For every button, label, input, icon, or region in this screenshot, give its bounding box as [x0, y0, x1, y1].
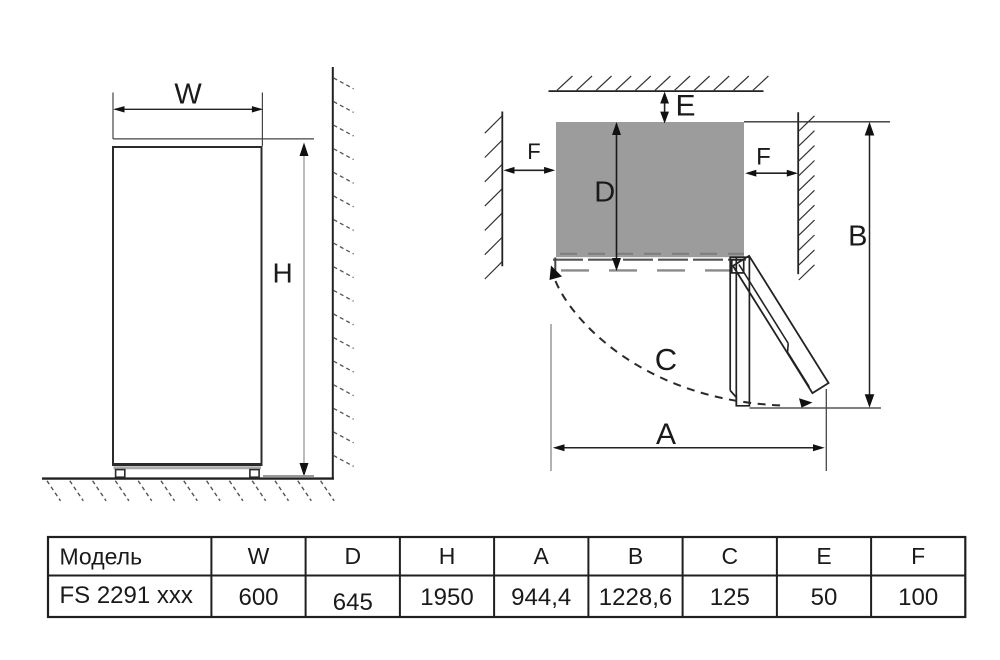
svg-text:C: C — [721, 543, 738, 569]
svg-text:125: 125 — [710, 584, 750, 611]
svg-text:D: D — [344, 543, 361, 569]
svg-text:C: C — [655, 342, 677, 377]
svg-text:FS 2291 xxx: FS 2291 xxx — [60, 582, 193, 609]
svg-text:D: D — [594, 177, 615, 209]
svg-text:F: F — [756, 143, 771, 170]
svg-text:600: 600 — [238, 584, 278, 611]
svg-text:F: F — [911, 543, 925, 569]
svg-text:B: B — [628, 543, 643, 569]
svg-text:1950: 1950 — [420, 584, 473, 611]
svg-text:944,4: 944,4 — [511, 584, 571, 611]
svg-text:1228,6: 1228,6 — [599, 584, 672, 611]
svg-text:A: A — [534, 543, 550, 569]
svg-text:E: E — [675, 90, 695, 123]
svg-text:645: 645 — [333, 589, 373, 616]
svg-text:H: H — [272, 258, 292, 289]
svg-text:Модель: Модель — [60, 544, 143, 570]
svg-text:H: H — [439, 543, 456, 569]
svg-text:W: W — [174, 79, 202, 111]
svg-text:F: F — [527, 139, 540, 164]
svg-text:B: B — [848, 221, 867, 253]
svg-text:50: 50 — [811, 584, 838, 611]
svg-text:100: 100 — [898, 584, 938, 611]
svg-text:E: E — [816, 543, 831, 569]
svg-text:W: W — [248, 543, 270, 569]
svg-text:A: A — [656, 418, 676, 451]
